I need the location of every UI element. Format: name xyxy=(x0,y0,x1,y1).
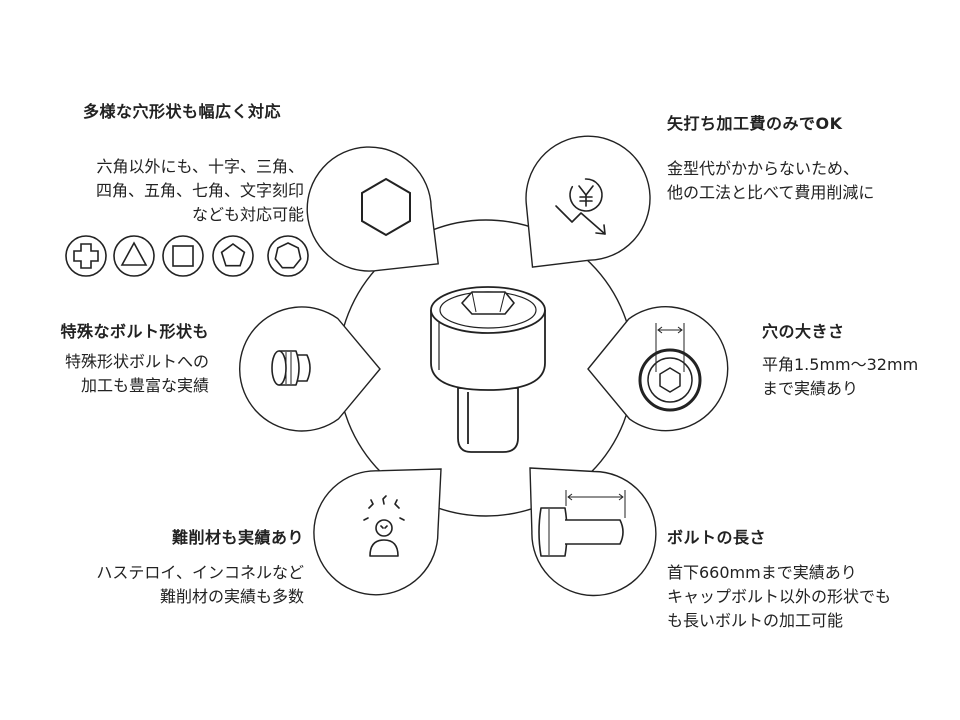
length-title: ボルトの長さ xyxy=(667,528,767,547)
hole-shapes-description: 六角以外にも、十字、三角、 四角、五角、七角、文字刻印 なども対応可能 xyxy=(96,155,304,227)
hard-material-title: 難削材も実績あり xyxy=(171,528,304,547)
cost-title: 矢打ち加工費のみでOK xyxy=(667,114,843,133)
hard-material-line-2: 難削材の実績も多数 xyxy=(159,587,304,606)
hole-size-title: 穴の大きさ xyxy=(762,322,845,341)
hole-shapes-line-2: 四角、五角、七角、文字刻印 xyxy=(95,181,304,200)
length-line-1: 首下660mmまで実績あり xyxy=(667,563,857,582)
hole-size-line-1: 平角1.5mm～32mm xyxy=(762,355,919,374)
length-line-2: キャップボルト以外の形状でも xyxy=(667,587,892,606)
cross-shape-icon xyxy=(65,235,107,277)
special-description: 特殊形状ボルトへの 加工も豊富な実績 xyxy=(65,350,209,398)
hard-material-line-1: ハステロイ、インコネルなど xyxy=(96,563,304,582)
hexagon-icon xyxy=(361,177,411,237)
hole-shapes-line-3: なども対応可能 xyxy=(191,205,304,224)
bolt-length-icon xyxy=(538,490,626,557)
length-description: 首下660mmまで実績あり キャップボルト以外の形状でも も長いボルトの加工可能 xyxy=(667,561,891,633)
hole-size-line-2: まで実績あり xyxy=(762,379,859,398)
length-line-3: も長いボルトの加工可能 xyxy=(667,611,844,630)
pentagon-shape-icon xyxy=(212,235,254,277)
socket-cap-bolt-icon xyxy=(430,286,546,453)
special-title: 特殊なボルト形状も xyxy=(60,322,209,341)
struggling-worker-icon xyxy=(363,495,405,557)
hole-shapes-line-1: 六角以外にも、十字、三角、 xyxy=(96,157,304,176)
cost-description: 金型代がかからないため、 他の工法と比べて費用削減に xyxy=(667,157,874,205)
special-bolt-icon xyxy=(271,350,311,386)
square-shape-icon xyxy=(162,235,204,277)
heptagon-shape-icon xyxy=(267,235,309,277)
special-line-1: 特殊形状ボルトへの xyxy=(64,352,209,371)
cost-line-2: 他の工法と比べて費用削減に xyxy=(667,183,875,202)
hard-material-description: ハステロイ、インコネルなど 難削材の実績も多数 xyxy=(96,561,304,609)
hole-shapes-title: 多様な穴形状も幅広く対応 xyxy=(83,102,282,121)
triangle-shape-icon xyxy=(113,235,155,277)
hole-size-description: 平角1.5mm～32mm まで実績あり xyxy=(762,353,918,401)
cost-line-1: 金型代がかからないため、 xyxy=(667,159,860,178)
special-line-2: 加工も豊富な実績 xyxy=(80,376,209,395)
yen-cost-down-icon xyxy=(555,178,606,235)
hole-size-icon xyxy=(638,323,702,412)
